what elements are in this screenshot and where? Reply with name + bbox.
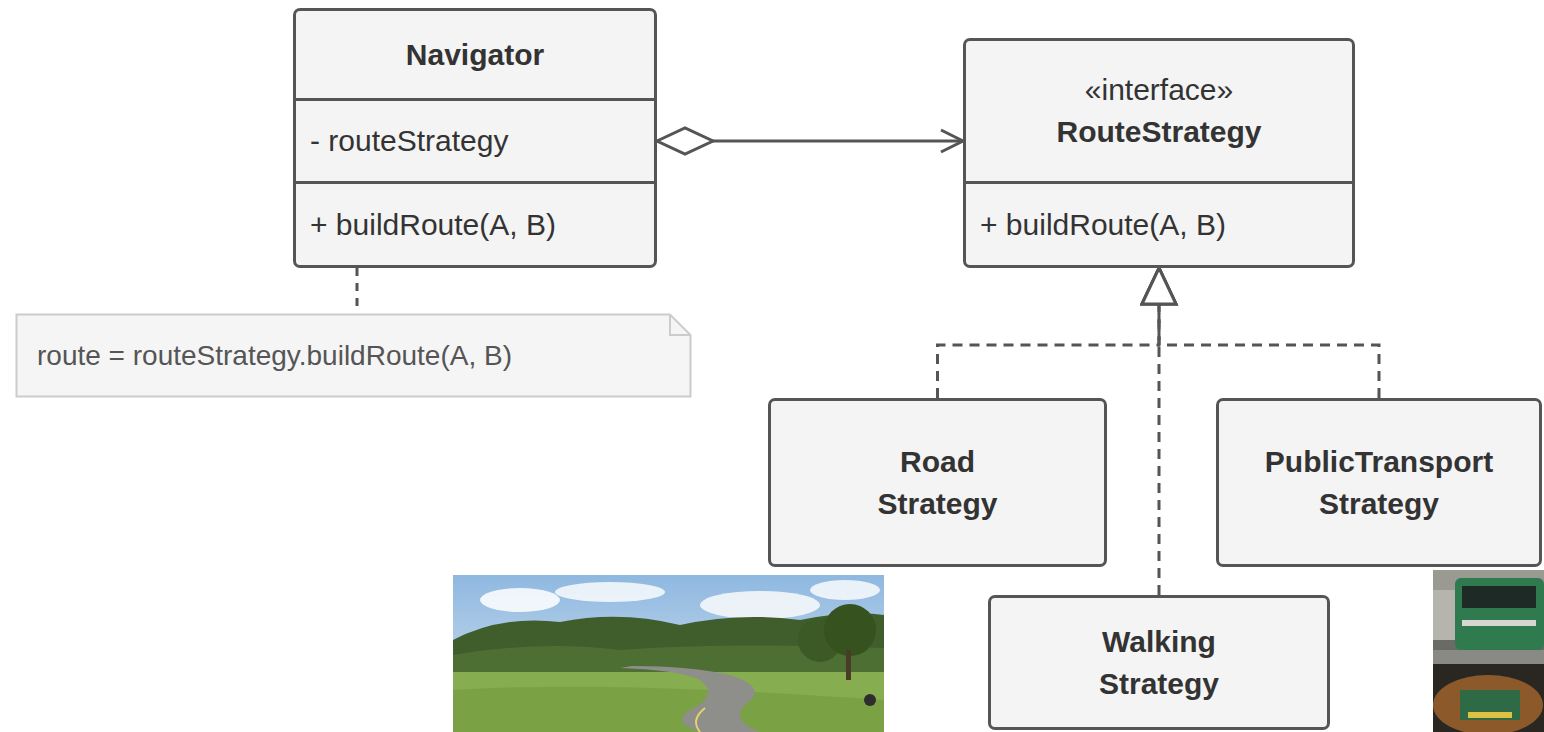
compartment: + buildRoute(A, B) <box>966 181 1352 265</box>
compartment: - routeStrategy <box>296 98 654 181</box>
road-photo <box>453 575 884 732</box>
class-box: Navigator - routeStrategy + buildRoute(A, … <box>293 8 657 268</box>
class-text: + buildRoute(A, B) <box>980 204 1226 246</box>
class-name: Navigator <box>406 34 544 76</box>
class-text: Road Strategy <box>865 441 1010 525</box>
realization-arrow <box>938 268 1160 398</box>
note-link <box>356 268 359 313</box>
class-text: Walking Strategy <box>1082 621 1237 705</box>
class-text: + buildRoute(A, B) <box>310 204 556 246</box>
tram-photo <box>1433 570 1544 732</box>
compartment: + buildRoute(A, B) <box>296 181 654 265</box>
class-text: RouteStrategy <box>1056 111 1261 153</box>
class-text: PublicTransport Strategy <box>1252 441 1507 525</box>
realization-arrow <box>1159 268 1379 398</box>
compartment: «interface»RouteStrategy <box>966 41 1352 181</box>
class-box: Road Strategy <box>768 398 1107 567</box>
class-text: «interface» <box>1085 69 1233 111</box>
compartment: Navigator <box>296 11 654 98</box>
note-text: route = routeStrategy.buildRoute(A, B) <box>37 336 512 375</box>
note-box: route = routeStrategy.buildRoute(A, B) <box>15 313 692 398</box>
class-box: PublicTransport Strategy <box>1216 398 1542 567</box>
interface-box: «interface»RouteStrategy + buildRoute(A, … <box>963 38 1355 268</box>
class-text: - routeStrategy <box>310 120 508 162</box>
realization-arrow <box>1158 268 1161 595</box>
class-box: Walking Strategy <box>988 595 1330 730</box>
aggregation-arrow <box>657 140 963 143</box>
